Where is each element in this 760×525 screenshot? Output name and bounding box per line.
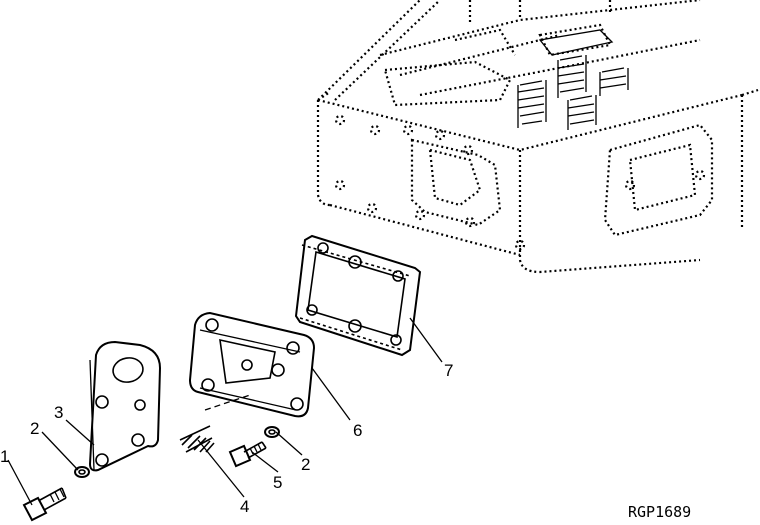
spring-part [179, 425, 215, 453]
callout-3: 3 [54, 403, 63, 422]
callout-1: 1 [0, 447, 9, 466]
callout-2-washer: 2 [30, 419, 39, 438]
cover-plate-part [188, 311, 316, 418]
callout-6: 6 [353, 421, 362, 440]
bracket-part [88, 340, 162, 472]
gasket-part [294, 234, 422, 357]
callout-2-washer-second: 2 [301, 455, 310, 474]
valve-springs [517, 29, 629, 130]
bolt-part-5 [228, 441, 267, 468]
callout-5: 5 [273, 473, 282, 492]
washer-part [74, 426, 280, 478]
cap-screw-part [22, 487, 67, 522]
leader-lines [7, 317, 443, 506]
callout-4: 4 [240, 497, 249, 516]
cylinder-head-outline [316, 0, 759, 274]
callout-7: 7 [444, 361, 453, 380]
figure-reference-code: RGP1689 [628, 503, 691, 521]
